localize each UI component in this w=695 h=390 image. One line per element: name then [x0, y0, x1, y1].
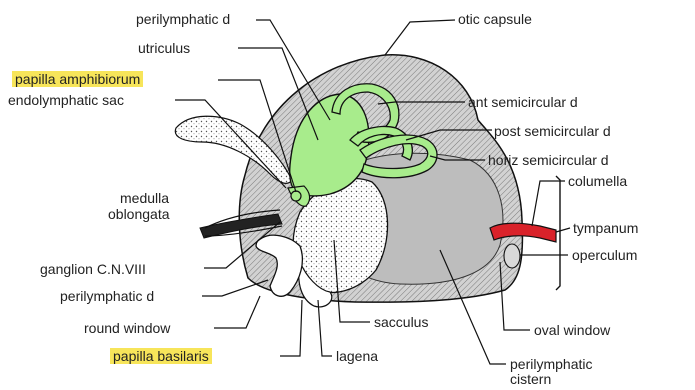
label-columella: columella	[568, 173, 627, 189]
operculum-shape	[504, 244, 520, 268]
label-operculum: operculum	[572, 247, 637, 263]
label-medulla: medulla	[120, 190, 169, 206]
label-lagena: lagena	[336, 348, 378, 364]
label-oblongata: oblongata	[108, 206, 170, 222]
label-round-window: round window	[84, 320, 170, 336]
papilla-amphibiorum-shape	[291, 191, 301, 201]
label-horiz-semicircular-duct: horiz semicircular d	[488, 152, 609, 168]
label-endolymphatic-sac: endolymphatic sac	[8, 92, 124, 108]
papilla-amphibiorum-text: papilla amphibiorum	[12, 71, 143, 87]
label-ganglion: ganglion C.N.VIII	[40, 261, 146, 277]
label-perilymphatic-duct-bottom: perilymphatic d	[60, 288, 154, 304]
label-papilla-amphibiorum: papilla amphibiorum	[12, 71, 143, 87]
label-tympanum: tympanum	[573, 220, 638, 236]
label-perilymphatic-cistern-1: perilymphatic	[510, 356, 592, 372]
label-post-semicircular-duct: post semicircular d	[494, 123, 611, 139]
label-perilymphatic-duct-top: perilymphatic d	[136, 11, 230, 27]
label-papilla-basilaris: papilla basilaris	[110, 348, 212, 364]
label-utriculus: utriculus	[138, 40, 190, 56]
label-oval-window: oval window	[534, 322, 610, 338]
label-otic-capsule: otic capsule	[458, 11, 532, 27]
papilla-basilaris-text: papilla basilaris	[110, 348, 212, 364]
label-sacculus: sacculus	[374, 314, 428, 330]
label-perilymphatic-cistern-2: cistern	[510, 371, 551, 387]
label-ant-semicircular-duct: ant semicircular d	[468, 94, 578, 110]
